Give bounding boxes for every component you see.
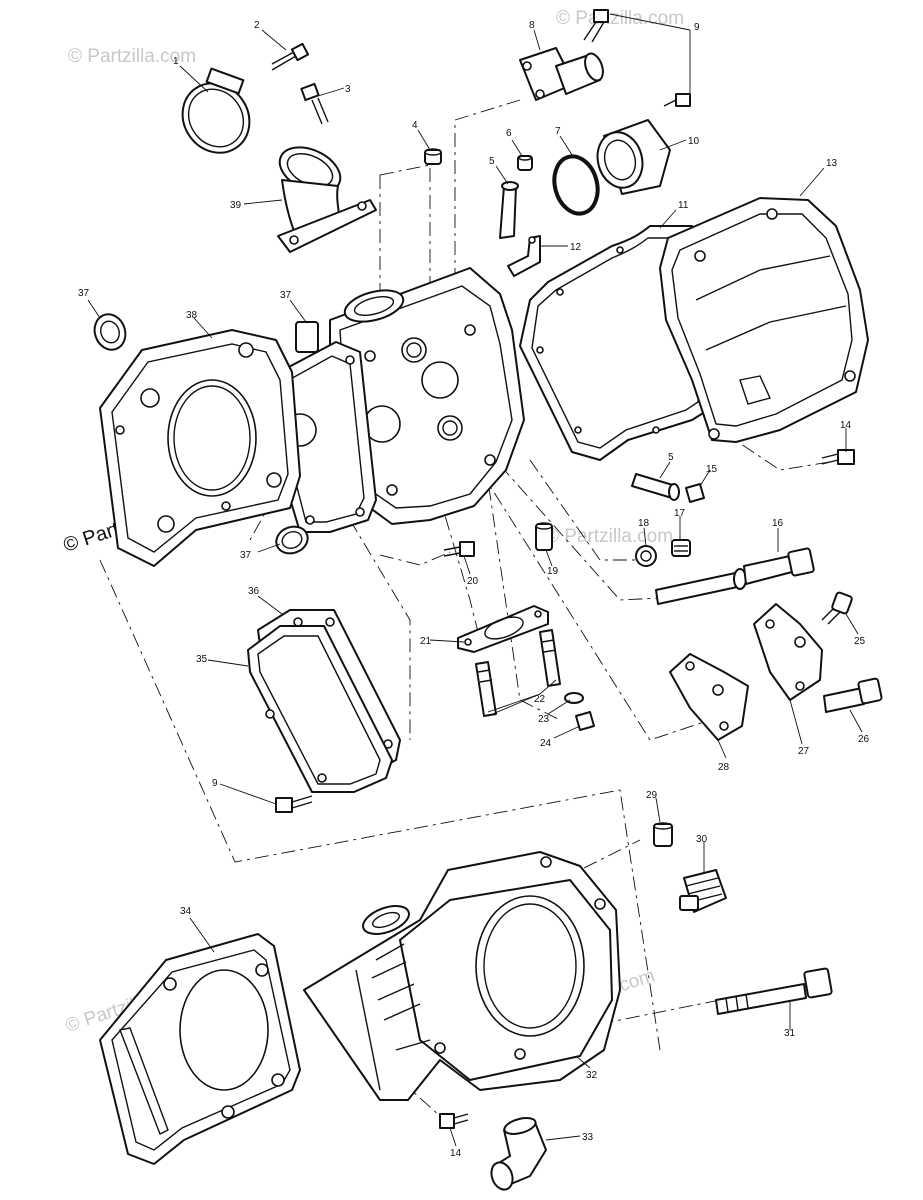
- callout-21: 21: [420, 636, 432, 647]
- callout-7: 7: [555, 126, 561, 137]
- part-long-bolt-31: [715, 967, 833, 1015]
- part-bolt-20: [443, 541, 475, 557]
- part-bolt-14-right: [821, 449, 855, 465]
- part-fitting-30: [679, 869, 727, 913]
- callout-16: 16: [772, 518, 784, 529]
- part-dowel-4: [424, 148, 442, 165]
- part-cap-6: [517, 155, 533, 171]
- callout-37-left: 37: [78, 288, 90, 299]
- callout-32: 32: [586, 1070, 598, 1081]
- callout-36: 36: [248, 586, 260, 597]
- callout-25: 25: [854, 636, 866, 647]
- part-bracket-27: [753, 603, 823, 701]
- callout-33: 33: [582, 1132, 594, 1143]
- callout-28: 28: [718, 762, 730, 773]
- callout-18: 18: [638, 518, 650, 529]
- callout-20: 20: [467, 576, 479, 587]
- part-bolt-26: [823, 677, 883, 713]
- part-studs-22: [475, 629, 561, 717]
- callout-3: 3: [345, 84, 351, 95]
- callout-6: 6: [506, 128, 512, 139]
- callout-22: 22: [534, 694, 546, 705]
- part-valve-cover: [659, 197, 869, 443]
- part-long-bolt-16: [655, 547, 815, 605]
- callout-13: 13: [826, 158, 838, 169]
- callout-29: 29: [646, 790, 658, 801]
- part-seal-37-left: [93, 313, 127, 351]
- callout-24: 24: [540, 738, 552, 749]
- part-sleeve-5-upper: [499, 181, 519, 239]
- part-dowel-29: [653, 822, 673, 847]
- part-bracket-28: [669, 653, 749, 741]
- part-bolt-14-bottom: [439, 1113, 469, 1129]
- part-clamp: [181, 67, 251, 154]
- part-bolt-2: [271, 42, 310, 71]
- part-head-gasket-left: [99, 329, 301, 567]
- callout-11: 11: [678, 200, 689, 211]
- callout-27: 27: [798, 746, 810, 757]
- part-exhaust-gasket: [457, 605, 549, 653]
- leader-lines: [87, 13, 863, 1147]
- part-seal-37-bottom: [275, 525, 309, 555]
- callout-10: 10: [688, 136, 700, 147]
- part-plug-17: [671, 539, 691, 557]
- callout-12: 12: [570, 242, 582, 253]
- part-bolt-3: [300, 82, 329, 125]
- part-o-ring: [552, 154, 600, 216]
- callout-14-bottom: 14: [450, 1148, 462, 1159]
- callout-labels: 1 2 3 4 5 5 6 7 8 9 9 10 11 12 13 14 14 …: [78, 20, 870, 1159]
- callout-1: 1: [173, 56, 179, 67]
- part-nut-15: [685, 483, 705, 503]
- callout-37-top: 37: [280, 290, 292, 301]
- callout-9-top: 9: [694, 22, 700, 33]
- callout-31: 31: [784, 1028, 796, 1039]
- callout-23: 23: [538, 714, 550, 725]
- callout-37-bottom: 37: [240, 550, 252, 561]
- callout-34: 34: [180, 906, 192, 917]
- watermark-middle: © Partzilla.com: [545, 526, 673, 547]
- part-thermostat-housing: [596, 119, 671, 195]
- callout-5-lower: 5: [668, 452, 674, 463]
- part-nut-24: [575, 711, 595, 731]
- callout-4: 4: [412, 120, 418, 131]
- callout-8: 8: [529, 20, 535, 31]
- part-water-outlet: [519, 47, 604, 101]
- part-elbow-fitting: [490, 1117, 547, 1191]
- part-sleeve-5-lower: [631, 473, 680, 501]
- callout-39: 39: [230, 200, 242, 211]
- part-bolt-9-lower: [275, 795, 313, 813]
- callout-9-lower: 9: [212, 778, 218, 789]
- callout-30: 30: [696, 834, 708, 845]
- part-bolts-9: [583, 9, 691, 107]
- watermark-top-right: © Partzilla.com: [556, 8, 684, 29]
- callout-19: 19: [547, 566, 559, 577]
- part-base-gasket: [99, 933, 301, 1165]
- callout-5-upper: 5: [489, 156, 495, 167]
- part-cylinder: [303, 851, 621, 1101]
- part-cylinder-head: [295, 267, 525, 525]
- part-intake-elbow: [277, 146, 377, 253]
- callout-14-right: 14: [840, 420, 852, 431]
- callout-35: 35: [196, 654, 208, 665]
- callout-17: 17: [674, 508, 686, 519]
- part-sleeve-19: [535, 522, 553, 551]
- callout-15: 15: [706, 464, 718, 475]
- watermark-top-left: © Partzilla.com: [68, 46, 196, 67]
- callout-38: 38: [186, 310, 198, 321]
- part-bolt-25: [821, 591, 853, 625]
- part-side-cover-gasket: [247, 625, 393, 793]
- callout-26: 26: [858, 734, 870, 745]
- part-fitting-12: [507, 235, 541, 277]
- part-washer-18: [635, 545, 657, 567]
- callout-2: 2: [254, 20, 260, 31]
